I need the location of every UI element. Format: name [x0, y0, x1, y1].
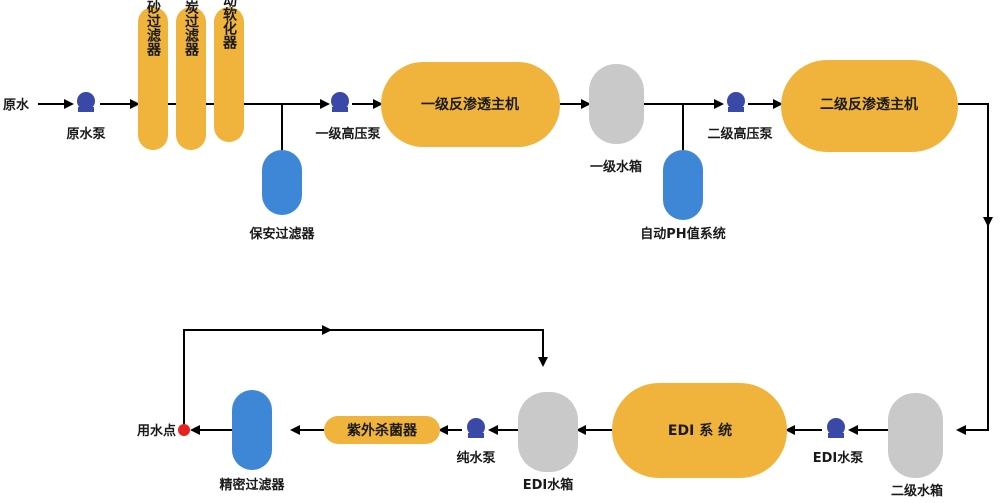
- label-edi-tank: EDI水箱: [523, 477, 574, 493]
- pump-base: [728, 107, 744, 112]
- pump-base: [332, 107, 348, 112]
- primary-water-tank: [589, 64, 644, 144]
- primary-ro-unit: [381, 62, 560, 147]
- label-edi-pump: EDI水泵: [813, 450, 864, 466]
- pump-high-pressure-2: [727, 92, 745, 112]
- label-secondary-ro: 二级反渗透主机: [820, 96, 918, 113]
- label-raw-pump: 原水泵: [66, 126, 105, 142]
- label-ph-system: 自动PH值系统: [640, 226, 725, 242]
- label-edi-system: EDI 系 统: [668, 422, 732, 439]
- pump-base: [828, 433, 844, 438]
- label-carbon-filter: 活性炭过滤器: [183, 0, 200, 57]
- pump-icon: [467, 418, 485, 436]
- secondary-water-tank: [888, 393, 943, 478]
- uv-sterilizer: [324, 416, 440, 444]
- pump-raw-water: [77, 92, 95, 112]
- pump-icon: [77, 92, 95, 110]
- pump-pure-water: [467, 418, 485, 438]
- arrow-down-to-tank2: [956, 222, 989, 435]
- pump-base: [78, 107, 94, 112]
- edi-water-tank: [518, 392, 578, 472]
- label-hp-pump-1: 一级高压泵: [315, 126, 380, 142]
- fine-filter: [232, 390, 272, 470]
- activated-carbon-filter: [176, 7, 206, 150]
- label-fine-filter: 精密过滤器: [219, 477, 285, 493]
- edi-system: [612, 383, 787, 478]
- auto-ph-system: [663, 150, 703, 220]
- arrow-return-loop: [183, 325, 332, 430]
- label-raw-water: 原水: [3, 97, 30, 113]
- flow-lines: [38, 99, 993, 435]
- label-primary-tank: 一级水箱: [590, 159, 642, 175]
- pump-edi: [827, 418, 845, 438]
- auto-softener: [214, 7, 244, 142]
- arrow-ro2-down: [958, 103, 993, 227]
- pump-icon: [827, 418, 845, 436]
- pump-icon: [727, 92, 745, 110]
- arrow-return-to-edi-tank: [325, 329, 548, 367]
- quartz-sand-filter: [138, 7, 168, 150]
- secondary-ro-unit: [781, 60, 958, 152]
- security-filter: [262, 150, 302, 215]
- pump-high-pressure-1: [331, 92, 349, 112]
- label-secondary-tank: 二级水箱: [891, 483, 943, 499]
- label-security-filter: 保安过滤器: [248, 226, 315, 242]
- pump-base: [468, 433, 484, 438]
- label-pure-pump: 纯水泵: [456, 450, 495, 466]
- label-hp-pump-2: 二级高压泵: [707, 126, 772, 142]
- label-primary-ro: 一级反渗透主机: [421, 96, 519, 113]
- use-point-dot: [178, 424, 190, 436]
- label-quartz-filter: 石英砂过滤器: [145, 0, 162, 57]
- label-use-point: 用水点: [136, 423, 176, 439]
- label-softener: 自动软化器: [221, 0, 238, 50]
- label-uv-sterilizer: 紫外杀菌器: [347, 422, 418, 439]
- pump-icon: [331, 92, 349, 110]
